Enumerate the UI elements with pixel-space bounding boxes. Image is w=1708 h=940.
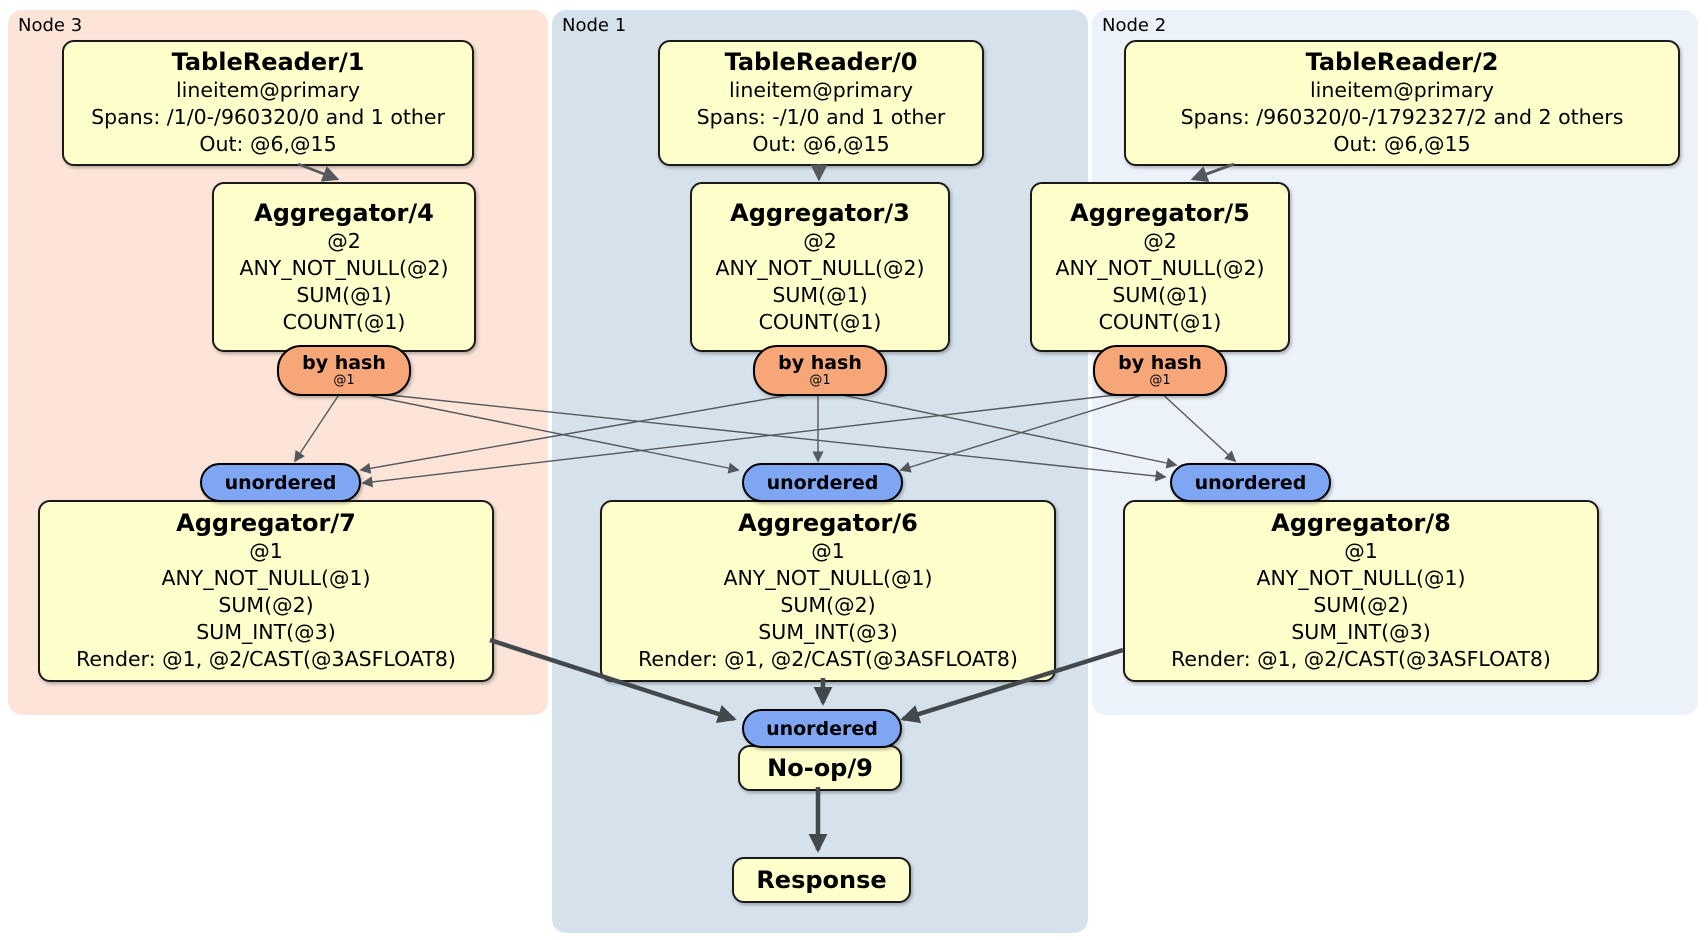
processor-title: Aggregator/8 xyxy=(1271,509,1451,537)
processor-detail: Spans: /960320/0-/1792327/2 and 2 others xyxy=(1180,105,1624,129)
processor-detail: SUM(@1) xyxy=(1112,282,1208,307)
processor-detail: @1 xyxy=(1344,539,1378,563)
router-by-hash-5: by hash @1 xyxy=(1093,345,1227,396)
processor-detail: COUNT(@1) xyxy=(282,309,406,334)
processor-tablereader-0: TableReader/0 lineitem@primary Spans: -/… xyxy=(658,40,984,166)
processor-detail: SUM_INT(@3) xyxy=(758,620,898,644)
sync-unordered-node1: unordered xyxy=(742,463,903,502)
node1-label: Node 1 xyxy=(562,15,627,36)
processor-aggregator-8: Aggregator/8 @1 ANY_NOT_NULL(@1) SUM(@2)… xyxy=(1123,500,1599,682)
processor-title: No-op/9 xyxy=(767,753,873,782)
processor-detail: lineitem@primary xyxy=(175,78,361,102)
sync-label: unordered xyxy=(766,471,879,494)
sync-unordered-node3: unordered xyxy=(200,463,361,502)
processor-detail: SUM_INT(@3) xyxy=(1291,620,1431,644)
processor-detail: Spans: /1/0-/960320/0 and 1 other xyxy=(91,105,445,129)
processor-detail: lineitem@primary xyxy=(1309,78,1495,102)
router-label: by hash xyxy=(778,352,862,374)
router-by-hash-3: by hash @1 xyxy=(753,345,887,396)
processor-title: TableReader/0 xyxy=(724,48,918,76)
processor-aggregator-6: Aggregator/6 @1 ANY_NOT_NULL(@1) SUM(@2)… xyxy=(600,500,1056,682)
processor-detail: ANY_NOT_NULL(@2) xyxy=(239,255,449,280)
router-label: by hash xyxy=(1118,352,1202,374)
processor-title: Response xyxy=(756,865,887,894)
processor-detail: SUM(@2) xyxy=(780,593,876,617)
processor-detail: COUNT(@1) xyxy=(1098,309,1222,334)
processor-detail: Out: @6,@15 xyxy=(1333,132,1471,156)
processor-detail: @1 xyxy=(249,539,283,563)
sync-label: unordered xyxy=(766,717,878,740)
processor-detail: ANY_NOT_NULL(@1) xyxy=(161,566,371,590)
sync-unordered-final: unordered xyxy=(742,709,902,748)
processor-detail: Render: @1, @2/CAST(@3ASFLOAT8) xyxy=(1171,647,1551,671)
sync-unordered-node2: unordered xyxy=(1170,463,1331,502)
router-key: @1 xyxy=(333,373,355,388)
processor-aggregator-4: Aggregator/4 @2 ANY_NOT_NULL(@2) SUM(@1)… xyxy=(212,182,476,352)
processor-tablereader-1: TableReader/1 lineitem@primary Spans: /1… xyxy=(62,40,474,166)
processor-detail: SUM(@1) xyxy=(296,282,392,307)
processor-detail: @2 xyxy=(1143,228,1177,253)
processor-detail: Spans: -/1/0 and 1 other xyxy=(696,105,946,129)
processor-detail: ANY_NOT_NULL(@2) xyxy=(1055,255,1265,280)
node3-label: Node 3 xyxy=(18,15,83,36)
processor-detail: Out: @6,@15 xyxy=(199,132,337,156)
processor-aggregator-3: Aggregator/3 @2 ANY_NOT_NULL(@2) SUM(@1)… xyxy=(690,182,950,352)
processor-detail: @2 xyxy=(327,228,361,253)
processor-detail: ANY_NOT_NULL(@2) xyxy=(715,255,925,280)
processor-detail: Out: @6,@15 xyxy=(752,132,890,156)
sync-label: unordered xyxy=(1194,471,1307,494)
node2-label: Node 2 xyxy=(1102,15,1167,36)
router-label: by hash xyxy=(302,352,386,374)
processor-tablereader-2: TableReader/2 lineitem@primary Spans: /9… xyxy=(1124,40,1680,166)
processor-detail: @1 xyxy=(811,539,845,563)
processor-detail: Render: @1, @2/CAST(@3ASFLOAT8) xyxy=(76,647,456,671)
processor-detail: Render: @1, @2/CAST(@3ASFLOAT8) xyxy=(638,647,1018,671)
processor-detail: SUM(@1) xyxy=(772,282,868,307)
processor-aggregator-5: Aggregator/5 @2 ANY_NOT_NULL(@2) SUM(@1)… xyxy=(1030,182,1290,352)
processor-title: Aggregator/6 xyxy=(738,509,918,537)
processor-title: TableReader/1 xyxy=(171,48,365,76)
processor-detail: SUM(@2) xyxy=(1313,593,1409,617)
sync-label: unordered xyxy=(224,471,337,494)
processor-response: Response xyxy=(732,857,911,903)
processor-title: Aggregator/5 xyxy=(1070,198,1250,227)
processor-detail: SUM_INT(@3) xyxy=(196,620,336,644)
router-key: @1 xyxy=(809,373,831,388)
router-by-hash-4: by hash @1 xyxy=(277,345,411,396)
processor-detail: SUM(@2) xyxy=(218,593,314,617)
processor-aggregator-7: Aggregator/7 @1 ANY_NOT_NULL(@1) SUM(@2)… xyxy=(38,500,494,682)
processor-title: Aggregator/4 xyxy=(254,198,434,227)
processor-detail: ANY_NOT_NULL(@1) xyxy=(1256,566,1466,590)
processor-title: Aggregator/7 xyxy=(176,509,356,537)
processor-detail: ANY_NOT_NULL(@1) xyxy=(723,566,933,590)
processor-title: Aggregator/3 xyxy=(730,198,910,227)
processor-title: TableReader/2 xyxy=(1305,48,1499,76)
router-key: @1 xyxy=(1149,373,1171,388)
processor-noop-9: No-op/9 xyxy=(738,745,902,791)
processor-detail: COUNT(@1) xyxy=(758,309,882,334)
processor-detail: @2 xyxy=(803,228,837,253)
processor-detail: lineitem@primary xyxy=(728,78,914,102)
